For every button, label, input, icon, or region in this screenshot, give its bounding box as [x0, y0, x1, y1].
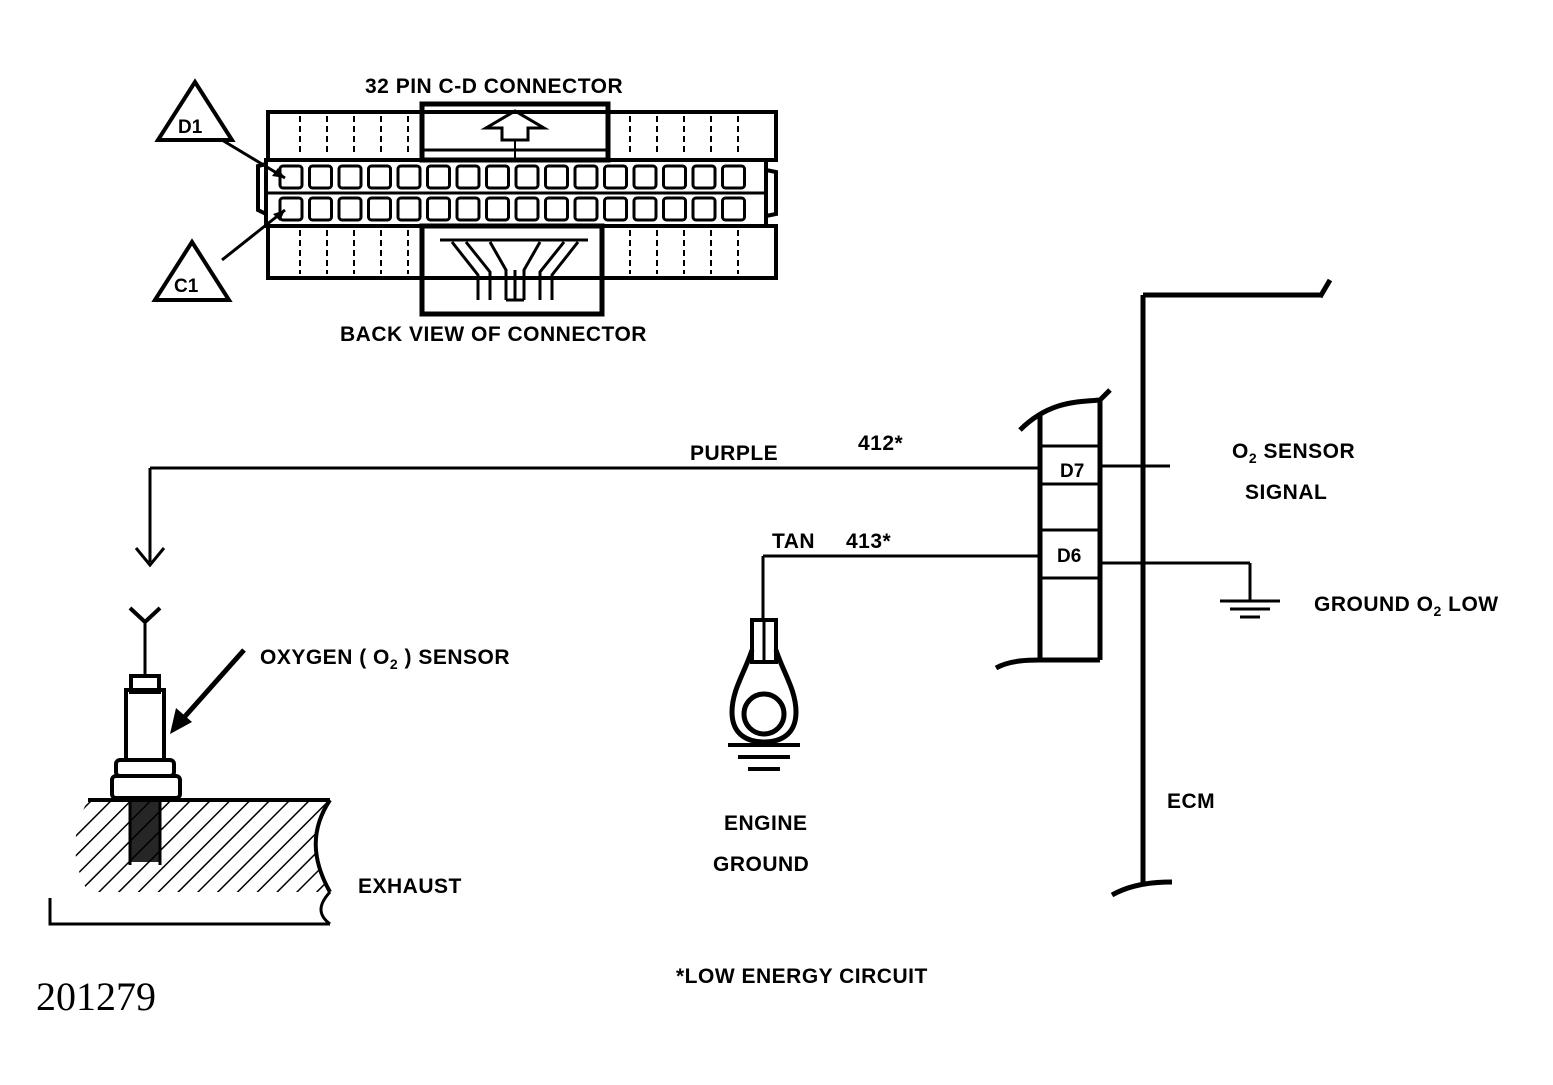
ecm-connector: D7 D6: [994, 388, 1112, 671]
pin-cavity-d: [396, 164, 422, 190]
connector-title: 32 PIN C-D CONNECTOR: [365, 75, 623, 98]
connector-latch-lower: [419, 223, 605, 317]
c-d-connector: 32 PIN C-D CONNECTOR: [151, 75, 778, 346]
pin-c1-callout: [151, 238, 233, 302]
pin-cavity-d: [455, 164, 481, 190]
pin-row-c: [278, 196, 746, 222]
wire-purple-412: PURPLE 412*: [134, 432, 1170, 568]
pin-cavity-c: [514, 196, 540, 222]
ecm-module: ECM: [1110, 278, 1333, 898]
exhaust-label: EXHAUST: [358, 875, 462, 898]
pin-d6-label: D6: [1057, 546, 1081, 567]
pin-cavity-c: [603, 196, 628, 222]
oxygen-sensor: OXYGEN ( O2 ) SENSOR: [110, 606, 510, 865]
pin-cavity-d: [337, 164, 363, 190]
pin-cavity-d: [308, 164, 333, 190]
pin-d1-label: D1: [178, 117, 203, 138]
wire-purple-number: 412*: [858, 432, 904, 455]
pin-cavity-c: [632, 196, 658, 222]
pointer-arrow-icon: [170, 708, 192, 734]
connector-clip: [440, 238, 588, 302]
engine-ground-label-2: GROUND: [713, 853, 809, 876]
connector-upper-body: [266, 110, 778, 162]
pin-cavity-d: [514, 164, 540, 190]
exhaust-pipe: EXHAUST: [48, 798, 462, 926]
pin-d7-label: D7: [1060, 461, 1084, 482]
pin-cavity-c: [278, 196, 304, 222]
pin-cavity-d: [426, 164, 451, 190]
ground-o2-low: GROUND O2 LOW: [1100, 561, 1499, 619]
pin-cavity-c: [544, 196, 569, 222]
o2-sensor-signal-label: O2 SENSOR: [1232, 440, 1355, 466]
pin-row-d: [278, 164, 746, 190]
pin-cavity-d: [721, 164, 746, 190]
wire-tan-color: TAN: [772, 530, 815, 553]
pin-cavity-c: [308, 196, 333, 222]
pin-cavity-c: [662, 196, 687, 222]
wire-tan-413: TAN 413*: [761, 530, 1040, 620]
figure-number: 201279: [36, 974, 156, 1019]
engine-ground-label-1: ENGINE: [724, 812, 808, 835]
wire-purple-color: PURPLE: [690, 442, 778, 465]
pin-cavity-d: [632, 164, 658, 190]
pin-cavity-c: [691, 196, 717, 222]
engine-ground-lug: ENGINE GROUND: [713, 618, 809, 876]
pin-cavity-c: [367, 196, 392, 222]
pin-cavity-d: [485, 164, 510, 190]
ecm-label: ECM: [1167, 790, 1215, 813]
connector-lower-body: [266, 224, 778, 280]
connector-caption: BACK VIEW OF CONNECTOR: [340, 323, 647, 346]
pin-cavity-c: [455, 196, 481, 222]
footnote: *LOW ENERGY CIRCUIT: [676, 965, 928, 988]
pin-cavity-c: [396, 196, 422, 222]
pin-cavity-d: [691, 164, 717, 190]
pin-d1-callout: [154, 78, 236, 142]
pin-cavity-c: [337, 196, 363, 222]
pin-cavity-d: [603, 164, 628, 190]
o2-sensor-signal-label-2: SIGNAL: [1245, 481, 1327, 504]
ground-o2-low-label: GROUND O2 LOW: [1314, 593, 1499, 619]
pin-cavity-c: [426, 196, 451, 222]
oxygen-sensor-label: OXYGEN ( O2 ) SENSOR: [260, 646, 510, 672]
pin-cavity-c: [485, 196, 510, 222]
wire-tan-number: 413*: [846, 530, 892, 553]
pin-cavity-d: [544, 164, 569, 190]
pin-cavity-d: [367, 164, 392, 190]
pin-cavity-d: [662, 164, 687, 190]
pin-cavity-c: [573, 196, 599, 222]
pin-c1-label: C1: [174, 276, 199, 297]
pin-cavity-c: [721, 196, 746, 222]
pin-cavity-d: [573, 164, 599, 190]
arrow-up-icon: [480, 109, 550, 142]
